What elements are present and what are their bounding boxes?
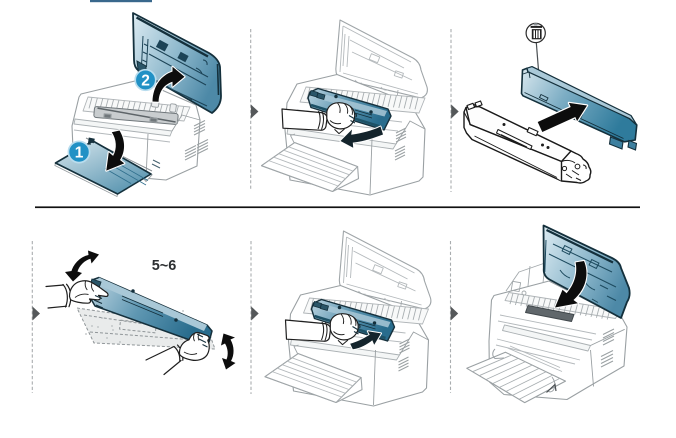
- svg-text:5~6: 5~6: [152, 258, 177, 274]
- svg-text:2: 2: [141, 73, 150, 90]
- svg-text:1: 1: [75, 145, 84, 162]
